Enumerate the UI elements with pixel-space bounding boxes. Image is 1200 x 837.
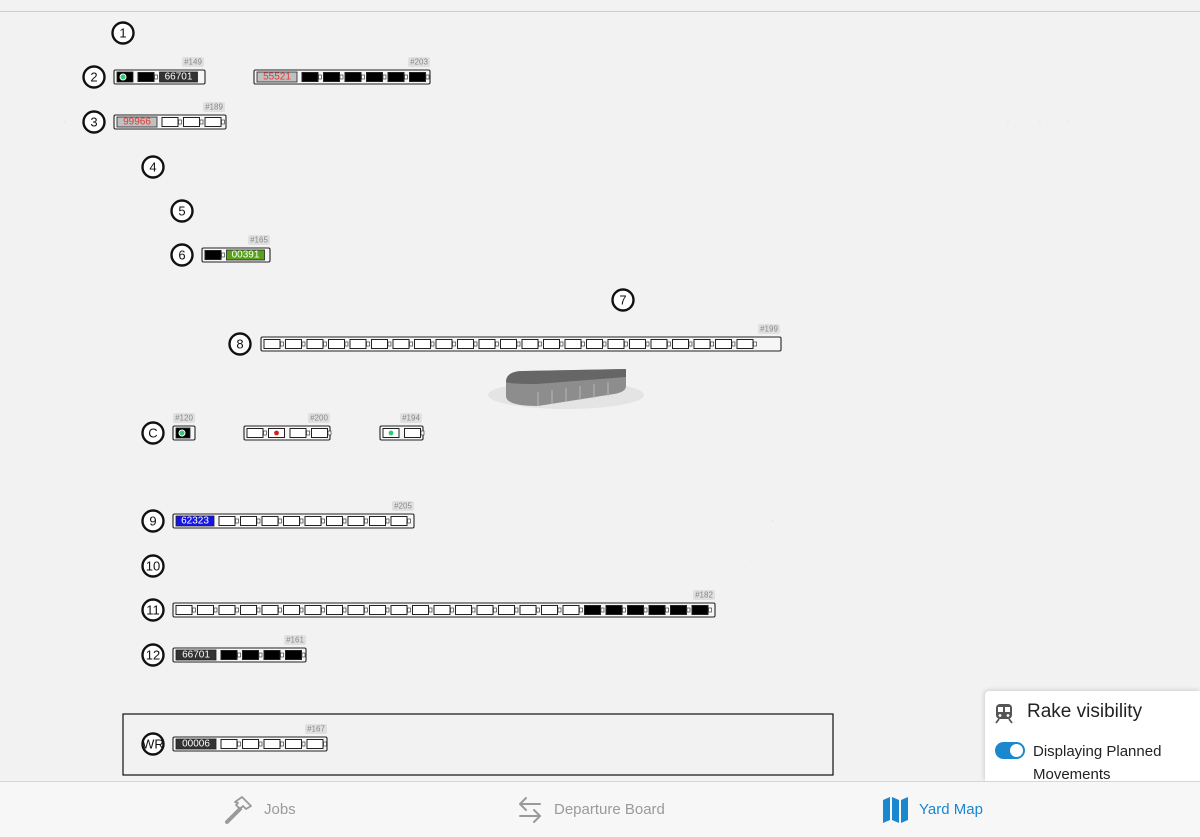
rake-id-label: #165 (250, 236, 268, 245)
track-line-4 (153, 121, 1042, 169)
planned-movements-toggle[interactable] (995, 742, 1025, 759)
loco-number: 99966 (123, 117, 151, 128)
rake-id-label: #199 (760, 325, 778, 334)
rake-200[interactable]: #200 (243, 413, 332, 441)
ladder-3-4 (93, 120, 154, 169)
rake-id-label: #194 (402, 414, 420, 423)
rake-165[interactable]: #165 00391 (201, 235, 271, 263)
track-label-text: 11 (146, 603, 160, 618)
rake-205[interactable]: #205 62323 (172, 501, 415, 529)
map-icon (883, 796, 908, 823)
ladder-left-down (92, 121, 950, 346)
track-label-text: 7 (619, 293, 626, 308)
tab-jobs-label: Jobs (264, 801, 296, 818)
track-label-text: 5 (178, 204, 185, 219)
toggle-knob (1010, 744, 1023, 757)
workshop-road-enclosure (122, 713, 834, 776)
track-label-text: C (148, 426, 157, 441)
rakes-layer: #149 66701 #203 55521 #189 99966 #165 00391 #199… (113, 57, 782, 752)
rake-120[interactable]: #120 (172, 413, 196, 441)
rake-199[interactable]: #199 (260, 324, 782, 352)
tab-jobs[interactable]: Jobs (222, 782, 296, 837)
rake-194[interactable]: #194 (379, 413, 425, 441)
loco-number: 00006 (182, 739, 210, 750)
track-label-8[interactable]: 8 (228, 332, 252, 356)
track-label-4[interactable]: 4 (141, 155, 165, 179)
loco-number: 66701 (165, 72, 193, 83)
track-label-6[interactable]: 6 (170, 243, 194, 267)
track-label-3[interactable]: 3 (82, 110, 106, 134)
tab-yard-map-label: Yard Map (919, 801, 983, 818)
track-label-10[interactable]: 10 (141, 554, 165, 578)
loco-number: 55521 (263, 72, 291, 83)
panel-title: Rake visibility (1027, 701, 1143, 722)
track-label-11[interactable]: 11 (141, 598, 165, 622)
rake-id-label: #203 (410, 58, 428, 67)
track-line-1 (123, 31, 1010, 123)
tab-yard-map[interactable]: Yard Map (882, 782, 983, 837)
rake-161[interactable]: #161 66701 (172, 635, 307, 663)
rake-visibility-panel: Rake visibility Displaying Planned Movem… (985, 691, 1200, 783)
train-icon (995, 704, 1013, 724)
rake-id-label: #120 (175, 414, 193, 423)
track-label-12[interactable]: 12 (141, 643, 165, 667)
track-label-2[interactable]: 2 (82, 65, 106, 89)
rake-id-label: #189 (205, 103, 223, 112)
crossover-9-10 (743, 520, 775, 567)
bottom-nav: Jobs Departure Board Yard Map (0, 781, 1200, 837)
rake-id-label: #149 (184, 58, 202, 67)
track-label-text: 9 (149, 514, 156, 529)
track-label-1[interactable]: 1 (111, 21, 135, 45)
track-label-7[interactable]: 7 (611, 288, 635, 312)
track-label-text: WR (142, 737, 164, 752)
rake-id-label: #182 (695, 591, 713, 600)
rake-203[interactable]: #203 55521 (253, 57, 431, 85)
track-label-text: 6 (178, 248, 185, 263)
tab-departure-board[interactable]: Departure Board (516, 782, 665, 837)
rake-149[interactable]: #149 66701 (113, 57, 206, 85)
rake-id-label: #205 (394, 502, 412, 511)
track-label-9[interactable]: 9 (141, 509, 165, 533)
track-label-text: 3 (90, 115, 97, 130)
rake-189[interactable]: #189 99966 (113, 102, 227, 130)
top-divider (0, 11, 1200, 12)
rake-id-label: #161 (286, 636, 304, 645)
loco-number: 00391 (232, 250, 260, 261)
right-diagonal (153, 121, 1070, 657)
rake-182[interactable]: #182 (172, 590, 716, 618)
toggle-label: Displaying Planned Movements (1033, 743, 1162, 783)
track-line-5 (151, 166, 1005, 213)
track-label-text: 4 (149, 160, 156, 175)
loco-number: 62323 (181, 516, 209, 527)
track-label-text: 8 (236, 337, 243, 352)
track-label-text: 1 (119, 26, 126, 41)
yard-map[interactable]: #149 66701 #203 55521 #189 99966 #165 00391 #199… (0, 0, 1200, 781)
hammer-icon (225, 795, 252, 824)
loco-number: 66701 (182, 650, 210, 661)
track-label-text: 12 (146, 648, 160, 663)
swap-arrows-icon (519, 796, 541, 823)
track-label-5[interactable]: 5 (170, 199, 194, 223)
tab-departure-board-label: Departure Board (554, 801, 665, 818)
depot-shed-icon (488, 369, 644, 409)
track-label-text: 10 (146, 559, 160, 574)
rake-167[interactable]: #167 00006 (172, 724, 328, 752)
rake-id-label: #167 (307, 725, 325, 734)
track-label-c[interactable]: C (141, 421, 165, 445)
rake-id-label: #200 (310, 414, 328, 423)
track-label-wr[interactable]: WR (141, 732, 165, 756)
track-label-text: 2 (90, 70, 97, 85)
